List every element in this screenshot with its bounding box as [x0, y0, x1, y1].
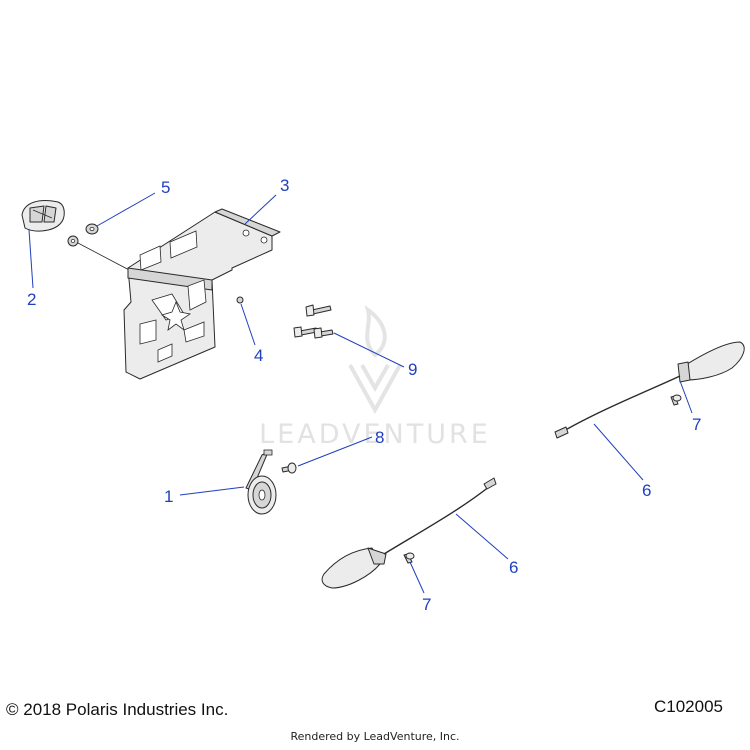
callout-9: 9	[408, 360, 417, 379]
nut-part-5	[67, 223, 99, 247]
license-light-part-2	[21, 200, 65, 232]
leader-7a	[679, 380, 693, 414]
callout-3: 3	[280, 176, 289, 195]
screw-part-7-lower	[403, 552, 415, 564]
horn-part-1	[245, 449, 277, 515]
turn-signal-part-6-upper	[554, 341, 745, 439]
callout-1: 1	[164, 487, 173, 506]
leader-1	[179, 486, 245, 496]
leader-2	[28, 229, 34, 289]
leader-8	[297, 436, 373, 467]
callout-4: 4	[254, 346, 263, 365]
nut-part-4	[236, 296, 244, 304]
leader-6b	[455, 513, 509, 560]
leader-lines	[28, 192, 693, 594]
screw-part-7-upper	[670, 394, 682, 406]
screws-part-9	[293, 304, 334, 339]
callout-7-upper: 7	[692, 415, 701, 434]
leader-9	[333, 332, 405, 368]
turn-signal-part-6-lower	[321, 477, 497, 589]
copyright-text: © 2018 Polaris Industries Inc.	[6, 700, 229, 719]
leader-3	[244, 194, 277, 225]
callout-6-upper: 6	[642, 481, 651, 500]
watermark-logo-icon	[348, 305, 402, 415]
callout-labels: 1 2 3 4 5 6 6 7 7 8 9	[27, 176, 701, 614]
callout-2: 2	[27, 290, 36, 309]
license-bracket-part-3	[123, 208, 281, 380]
leadventure-watermark: LEADVENTURE	[259, 305, 491, 450]
screw-part-8	[281, 462, 297, 474]
leader-7b	[409, 561, 425, 594]
watermark-text: LEADVENTURE	[259, 419, 491, 450]
leader-4	[240, 303, 256, 346]
callout-6-lower: 6	[509, 558, 518, 577]
callout-5: 5	[161, 178, 170, 197]
leader-5	[96, 192, 156, 227]
callout-8: 8	[375, 428, 384, 447]
callout-7-lower: 7	[422, 595, 431, 614]
leader-6a	[593, 423, 644, 481]
diagram-id: C102005	[653, 697, 723, 716]
rendered-by-text: Rendered by LeadVenture, Inc.	[290, 730, 460, 743]
